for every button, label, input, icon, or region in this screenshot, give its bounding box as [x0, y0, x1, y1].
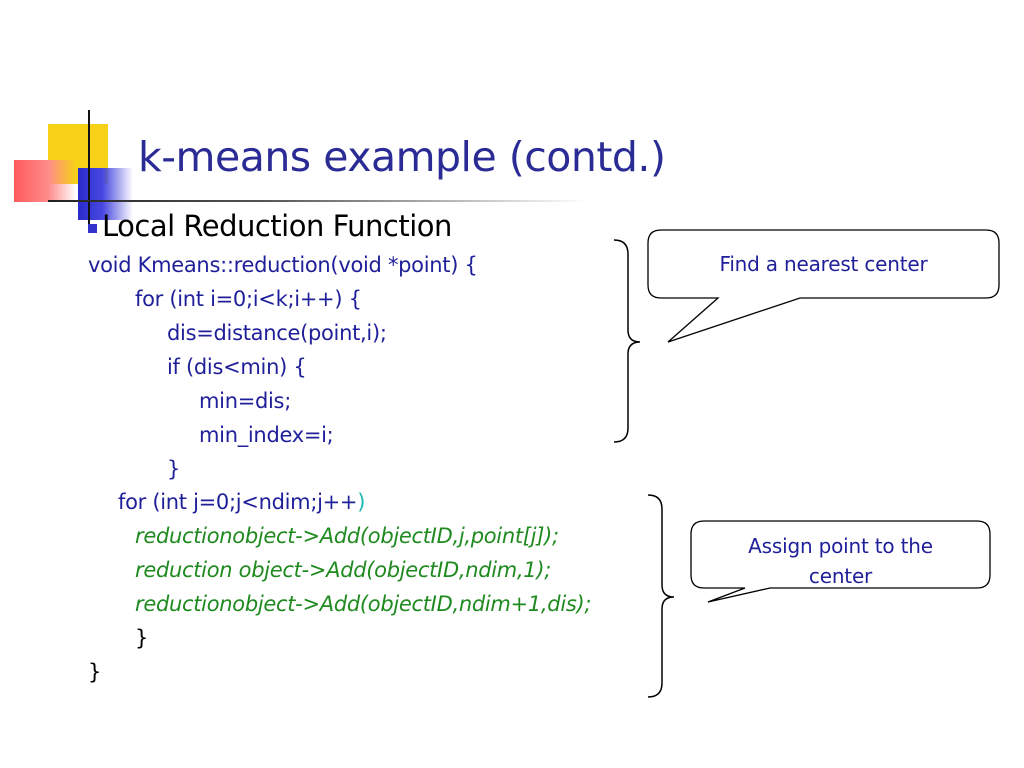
code-line-10: reduction object->Add(objectID,ndim,1); [135, 558, 552, 582]
code-line-6: min_index=i; [199, 423, 334, 447]
code-line-8-paren: ) [357, 490, 366, 514]
code-line-12: } [135, 626, 149, 650]
code-line-8-main: for (int j=0;j<ndim;j++ [118, 490, 358, 514]
decor-red-square [14, 160, 76, 202]
slide-subtitle: Local Reduction Function [102, 209, 452, 243]
callout-2-text-line1: Assign point to the [748, 534, 933, 558]
callout-assign-point [690, 520, 991, 603]
code-line-7: } [167, 457, 181, 481]
code-line-11: reductionobject->Add(objectID,ndim+1,dis… [135, 592, 592, 616]
code-line-9: reductionobject->Add(objectID,j,point[j]… [135, 524, 559, 548]
callout-2-text-line2: center [808, 564, 873, 588]
callout-1-text: Find a nearest center [719, 252, 928, 276]
callout-find-nearest [647, 229, 1000, 343]
code-line-8: for (int j=0;j<ndim;j++) [118, 490, 365, 514]
slide-title: k-means example (contd.) [138, 133, 666, 181]
decor-blue-square [78, 168, 133, 220]
decor-vertical-line [88, 110, 90, 228]
bullet-icon [88, 224, 97, 233]
code-line-4: if (dis<min) { [167, 355, 307, 379]
code-line-3: dis=distance(point,i); [167, 321, 387, 345]
code-line-5: min=dis; [199, 389, 291, 413]
brace-1 [613, 239, 641, 443]
code-line-1: void Kmeans::reduction(void *point) { [88, 253, 478, 277]
code-line-13: } [88, 660, 102, 684]
code-line-2: for (int i=0;i<k;i++) { [135, 287, 362, 311]
decor-horizontal-line [48, 200, 588, 202]
brace-2 [647, 494, 675, 698]
